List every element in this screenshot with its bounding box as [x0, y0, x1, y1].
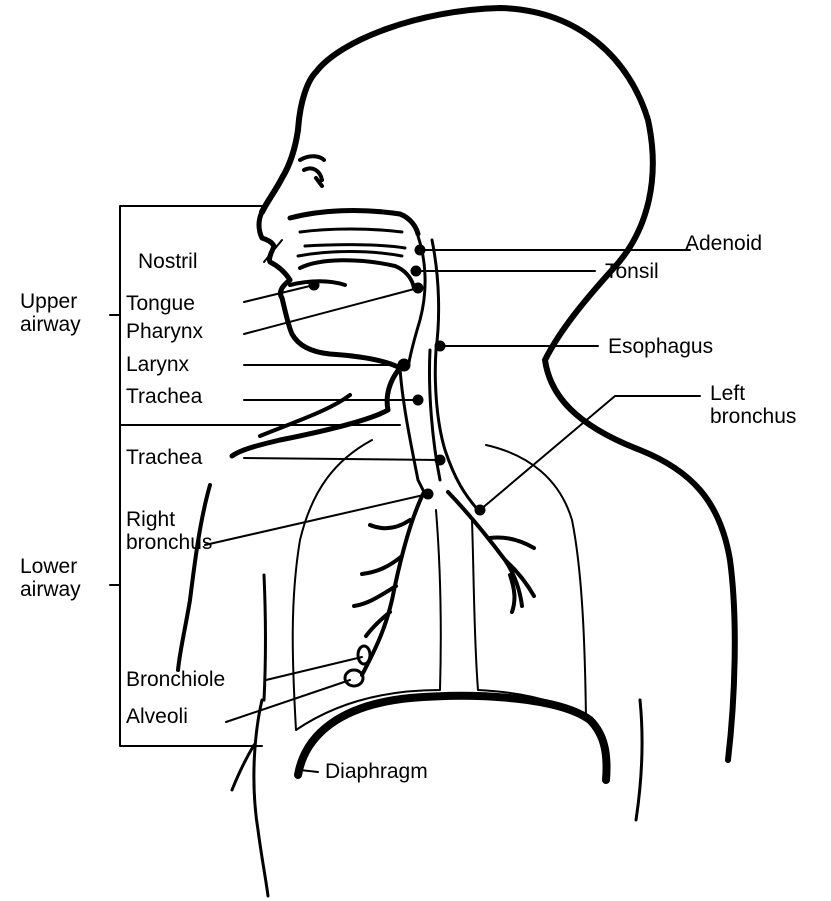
- airway-bracket: [120, 206, 262, 746]
- bronchiole-marker: [358, 646, 370, 664]
- adenoid-dot: [415, 245, 425, 255]
- upper-airway-line-2: airway: [20, 313, 81, 336]
- right-bronchus-label: Right bronchus: [126, 508, 212, 554]
- trachea-lower-dot: [435, 455, 445, 465]
- trachea-lower-leader: [244, 458, 440, 460]
- left-bronchial-tree: [448, 492, 534, 612]
- tongue-label: Tongue: [126, 292, 195, 315]
- upper-airway-line-1: Upper: [20, 290, 81, 313]
- face-profile: [232, 212, 400, 456]
- pharynx-label: Pharynx: [126, 320, 203, 343]
- front-torso-line: [254, 700, 268, 896]
- right-arm-line: [636, 700, 642, 820]
- left-bronchus-dot: [475, 505, 485, 515]
- left-bronchus-line-1: Left: [710, 382, 796, 405]
- nasal-cavity-lines: [300, 229, 405, 248]
- larynx-dot: [398, 359, 410, 371]
- pharynx-dot: [413, 283, 423, 293]
- bronchiole-leader: [266, 657, 362, 680]
- right-bronchus-line-1: Right: [126, 508, 212, 531]
- eye: [300, 156, 324, 186]
- right-bronchus-leader: [205, 494, 428, 545]
- tongue-shape: [290, 260, 414, 288]
- arm-line: [232, 575, 266, 790]
- left-bronchus-line-2: bronchus: [710, 405, 796, 428]
- marker-dots: [309, 245, 485, 686]
- head-outline: [262, 8, 735, 760]
- palate: [298, 252, 402, 257]
- trachea-upper-label: Trachea: [126, 385, 202, 408]
- trachea-upper-dot: [413, 395, 423, 405]
- left-lung: [472, 445, 586, 720]
- alveoli-marker: [345, 670, 363, 686]
- right-bronchial-tree: [354, 492, 424, 675]
- left-bronchus-label: Left bronchus: [710, 382, 796, 428]
- trachea-lower-label: Trachea: [126, 446, 202, 469]
- tongue-leader: [244, 285, 314, 302]
- upper-airway-label: Upper airway: [20, 290, 81, 336]
- tonsil-label: Tonsil: [605, 260, 659, 283]
- esophagus-label: Esophagus: [608, 335, 713, 358]
- larynx-label: Larynx: [126, 353, 189, 376]
- lower-airway-label: Lower airway: [20, 555, 81, 601]
- diaphragm-label: Diaphragm: [325, 760, 428, 783]
- adenoid-label: Adenoid: [685, 232, 762, 255]
- right-bronchus-line-2: bronchus: [126, 531, 212, 554]
- lower-airway-line-1: Lower: [20, 555, 81, 578]
- right-bronchus-dot: [423, 489, 433, 499]
- nostril-label: Nostril: [138, 250, 198, 273]
- lower-airway-line-2: airway: [20, 578, 81, 601]
- tongue-dot: [309, 280, 319, 290]
- alveoli-leader: [226, 680, 350, 722]
- tonsil-dot: [411, 266, 421, 276]
- esophagus-dot: [435, 341, 445, 351]
- pharynx-wall: [408, 236, 425, 368]
- bronchiole-label: Bronchiole: [126, 668, 225, 691]
- alveoli-label: Alveoli: [126, 705, 188, 728]
